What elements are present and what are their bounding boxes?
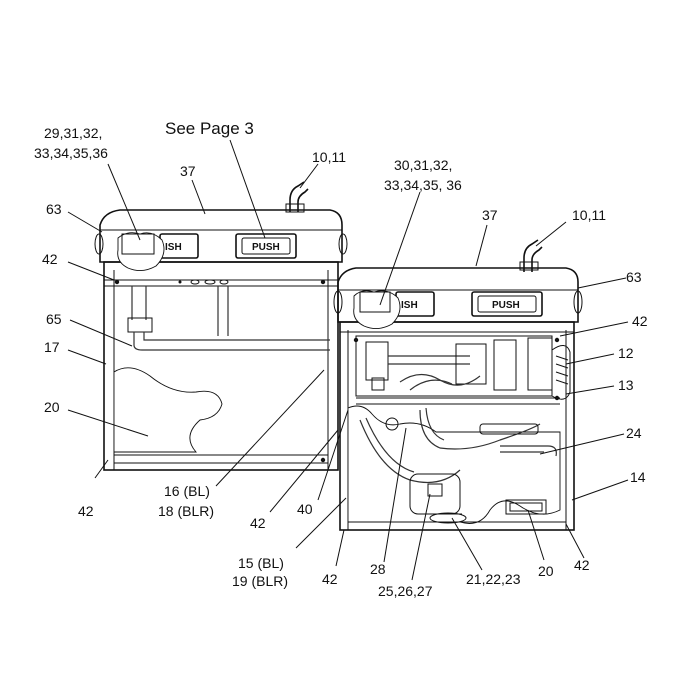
callout-42-mid: 42 (250, 515, 266, 531)
see-page-3-note: See Page 3 (165, 119, 254, 138)
callout-40: 40 (297, 501, 313, 517)
callout-42-right-bottom: 42 (322, 571, 338, 587)
callout-12: 12 (618, 345, 634, 361)
callout-33-36-left: 33,34,35,36 (34, 145, 108, 161)
callout-17: 17 (44, 339, 60, 355)
callout-42-left-bottom: 42 (78, 503, 94, 519)
callout-10-11-right: 10,11 (572, 207, 606, 223)
callout-63-right: 63 (626, 269, 642, 285)
callout-30-31-32: 30,31,32, (394, 157, 452, 173)
right-cooler (333, 239, 583, 531)
left-cooler (94, 181, 348, 471)
callout-42-left-top: 42 (42, 251, 58, 267)
left-push-partial-label: ISH (165, 242, 182, 253)
callout-10-11-left: 10,11 (312, 149, 346, 165)
callout-20-left: 20 (44, 399, 60, 415)
right-push-partial-label: ISH (401, 300, 418, 311)
callout-16-bl: 16 (BL) (164, 483, 210, 499)
callout-19-blr: 19 (BLR) (232, 573, 288, 589)
callout-18-blr: 18 (BLR) (158, 503, 214, 519)
callout-29-31-32: 29,31,32, (44, 125, 102, 141)
callout-65: 65 (46, 311, 62, 327)
callout-14: 14 (630, 469, 646, 485)
callout-28: 28 (370, 561, 386, 577)
callout-20-right: 20 (538, 563, 554, 579)
callout-33-36-right: 33,34,35, 36 (384, 177, 462, 193)
callout-13: 13 (618, 377, 634, 393)
callouts: 29,31,32, 33,34,35,36 See Page 3 37 10,1… (34, 119, 648, 599)
callout-37-left: 37 (180, 163, 196, 179)
callout-42-right: 42 (632, 313, 648, 329)
callout-15-bl: 15 (BL) (238, 555, 284, 571)
right-push-label: PUSH (492, 300, 520, 311)
left-push-label: PUSH (252, 242, 280, 253)
callout-63-left: 63 (46, 201, 62, 217)
leader-lines (67, 139, 629, 581)
callout-37-right: 37 (482, 207, 498, 223)
callout-21-22-23: 21,22,23 (466, 571, 521, 587)
callout-25-26-27: 25,26,27 (378, 583, 433, 599)
callout-24: 24 (626, 425, 642, 441)
callout-42-far-right: 42 (574, 557, 590, 573)
